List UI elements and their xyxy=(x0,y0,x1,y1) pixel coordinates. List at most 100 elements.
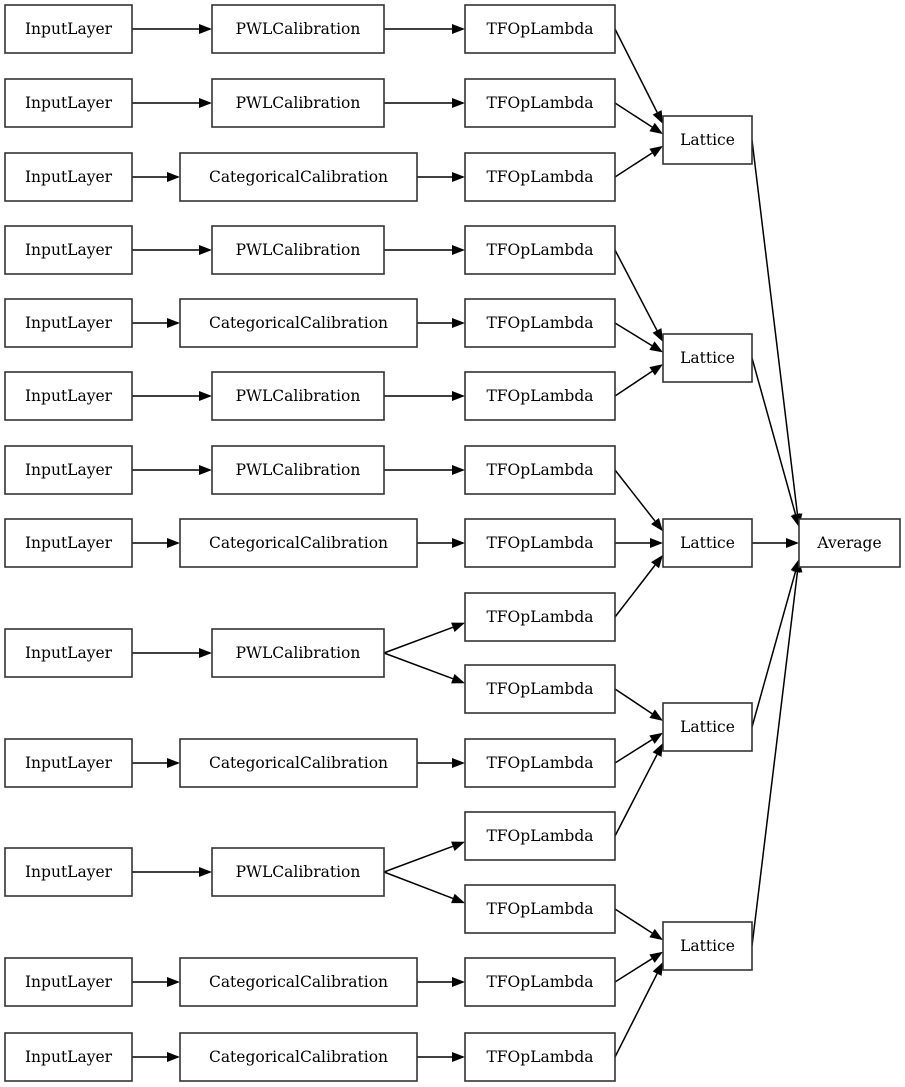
node-op6[interactable]: TFOpLambda xyxy=(464,371,616,421)
node-lat1[interactable]: Lattice xyxy=(662,115,753,165)
node-in4[interactable]: InputLayer xyxy=(4,225,133,275)
node-in9[interactable]: InputLayer xyxy=(4,628,133,678)
node-box-lat4[interactable] xyxy=(662,702,753,752)
node-box-cal10[interactable] xyxy=(179,738,418,788)
node-op5[interactable]: TFOpLambda xyxy=(464,298,616,348)
node-box-op14[interactable] xyxy=(464,957,616,1007)
node-box-in7[interactable] xyxy=(4,445,133,495)
node-lat5[interactable]: Lattice xyxy=(662,921,753,971)
node-cal12[interactable]: CategoricalCalibration xyxy=(179,957,418,1007)
node-in3[interactable]: InputLayer xyxy=(4,152,133,202)
node-box-op9[interactable] xyxy=(464,592,616,642)
node-box-op1[interactable] xyxy=(464,4,616,54)
node-op2[interactable]: TFOpLambda xyxy=(464,78,616,128)
node-box-op13[interactable] xyxy=(464,884,616,934)
node-box-in10[interactable] xyxy=(4,738,133,788)
node-op4[interactable]: TFOpLambda xyxy=(464,225,616,275)
node-box-avg[interactable] xyxy=(798,518,901,568)
node-op15[interactable]: TFOpLambda xyxy=(464,1032,616,1082)
node-op7[interactable]: TFOpLambda xyxy=(464,445,616,495)
node-cal5[interactable]: CategoricalCalibration xyxy=(179,298,418,348)
node-lat2[interactable]: Lattice xyxy=(662,333,753,383)
node-in8[interactable]: InputLayer xyxy=(4,518,133,568)
node-label-in7: InputLayer xyxy=(25,461,113,479)
node-box-op6[interactable] xyxy=(464,371,616,421)
node-box-cal6[interactable] xyxy=(211,371,385,421)
node-box-cal7[interactable] xyxy=(211,445,385,495)
node-box-op12[interactable] xyxy=(464,811,616,861)
node-op1[interactable]: TFOpLambda xyxy=(464,4,616,54)
node-box-in9[interactable] xyxy=(4,628,133,678)
node-box-lat1[interactable] xyxy=(662,115,753,165)
node-cal6[interactable]: PWLCalibration xyxy=(211,371,385,421)
node-box-in3[interactable] xyxy=(4,152,133,202)
node-box-in4[interactable] xyxy=(4,225,133,275)
node-box-op15[interactable] xyxy=(464,1032,616,1082)
node-box-op4[interactable] xyxy=(464,225,616,275)
node-in11[interactable]: InputLayer xyxy=(4,847,133,897)
node-in6[interactable]: InputLayer xyxy=(4,371,133,421)
node-box-op8[interactable] xyxy=(464,518,616,568)
node-box-in8[interactable] xyxy=(4,518,133,568)
arrowhead-cal9-to-op10 xyxy=(451,674,465,684)
node-cal10[interactable]: CategoricalCalibration xyxy=(179,738,418,788)
node-box-cal11[interactable] xyxy=(211,847,385,897)
node-box-cal1[interactable] xyxy=(211,4,385,54)
node-label-op13: TFOpLambda xyxy=(486,900,593,918)
node-op9[interactable]: TFOpLambda xyxy=(464,592,616,642)
node-op13[interactable]: TFOpLambda xyxy=(464,884,616,934)
node-box-lat5[interactable] xyxy=(662,921,753,971)
node-box-cal13[interactable] xyxy=(179,1032,418,1082)
node-cal3[interactable]: CategoricalCalibration xyxy=(179,152,418,202)
node-in10[interactable]: InputLayer xyxy=(4,738,133,788)
node-box-in11[interactable] xyxy=(4,847,133,897)
arrowhead-op11-to-lat4 xyxy=(649,732,663,744)
node-box-op7[interactable] xyxy=(464,445,616,495)
node-cal2[interactable]: PWLCalibration xyxy=(211,78,385,128)
node-box-cal2[interactable] xyxy=(211,78,385,128)
node-avg[interactable]: Average xyxy=(798,518,901,568)
node-cal7[interactable]: PWLCalibration xyxy=(211,445,385,495)
node-cal1[interactable]: PWLCalibration xyxy=(211,4,385,54)
node-cal8[interactable]: CategoricalCalibration xyxy=(179,518,418,568)
node-box-lat2[interactable] xyxy=(662,333,753,383)
arrowhead-cal9-to-op9 xyxy=(451,622,465,632)
node-in12[interactable]: InputLayer xyxy=(4,957,133,1007)
node-in13[interactable]: InputLayer xyxy=(4,1032,133,1082)
node-op8[interactable]: TFOpLambda xyxy=(464,518,616,568)
edge-op12-to-lat4 xyxy=(614,754,658,837)
node-box-op5[interactable] xyxy=(464,298,616,348)
node-op14[interactable]: TFOpLambda xyxy=(464,957,616,1007)
node-in1[interactable]: InputLayer xyxy=(4,4,133,54)
node-box-op11[interactable] xyxy=(464,738,616,788)
node-cal13[interactable]: CategoricalCalibration xyxy=(179,1032,418,1082)
node-op12[interactable]: TFOpLambda xyxy=(464,811,616,861)
node-box-in13[interactable] xyxy=(4,1032,133,1082)
node-cal11[interactable]: PWLCalibration xyxy=(211,847,385,897)
node-box-in1[interactable] xyxy=(4,4,133,54)
node-box-in2[interactable] xyxy=(4,78,133,128)
node-cal4[interactable]: PWLCalibration xyxy=(211,225,385,275)
node-box-cal9[interactable] xyxy=(211,628,385,678)
node-box-cal5[interactable] xyxy=(179,298,418,348)
node-op3[interactable]: TFOpLambda xyxy=(464,152,616,202)
node-lat3[interactable]: Lattice xyxy=(662,518,753,568)
node-box-op3[interactable] xyxy=(464,152,616,202)
node-box-op10[interactable] xyxy=(464,664,616,714)
node-box-cal3[interactable] xyxy=(179,152,418,202)
node-box-cal4[interactable] xyxy=(211,225,385,275)
node-box-cal8[interactable] xyxy=(179,518,418,568)
node-box-lat3[interactable] xyxy=(662,518,753,568)
node-box-op2[interactable] xyxy=(464,78,616,128)
node-op10[interactable]: TFOpLambda xyxy=(464,664,616,714)
node-in7[interactable]: InputLayer xyxy=(4,445,133,495)
node-box-in6[interactable] xyxy=(4,371,133,421)
node-in2[interactable]: InputLayer xyxy=(4,78,133,128)
node-op11[interactable]: TFOpLambda xyxy=(464,738,616,788)
node-cal9[interactable]: PWLCalibration xyxy=(211,628,385,678)
node-in5[interactable]: InputLayer xyxy=(4,298,133,348)
node-lat4[interactable]: Lattice xyxy=(662,702,753,752)
node-box-in5[interactable] xyxy=(4,298,133,348)
node-box-in12[interactable] xyxy=(4,957,133,1007)
node-box-cal12[interactable] xyxy=(179,957,418,1007)
